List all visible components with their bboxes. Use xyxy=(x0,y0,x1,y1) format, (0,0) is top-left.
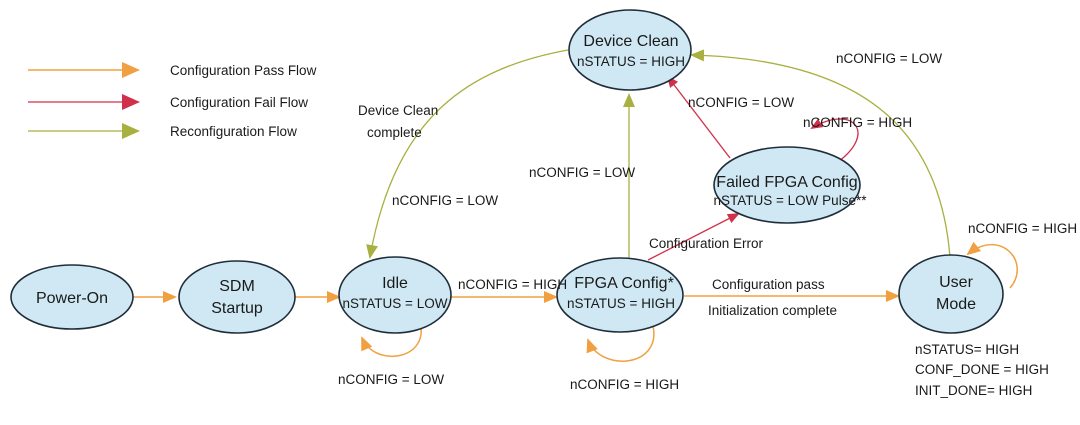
label-clean-to-idle-line2: complete xyxy=(367,125,422,140)
state-failed-fpga-config: Failed FPGA Config nSTATUS = LOW Pulse** xyxy=(713,146,868,224)
label-fpga-self: nCONFIG = HIGH xyxy=(570,377,679,392)
state-device-clean: Device Clean nSTATUS = HIGH xyxy=(568,9,692,91)
legend-reconf-label: Reconfiguration Flow xyxy=(170,124,297,139)
label-clean-to-idle-line1: Device Clean xyxy=(358,103,438,118)
sdm-startup-title-line2: Startup xyxy=(211,300,263,317)
legend-fail-arrow-icon xyxy=(122,94,140,110)
label-idle-to-fpga: nCONFIG = HIGH xyxy=(458,277,567,292)
edge-clean-to-idle xyxy=(366,49,569,259)
device-clean-status: nSTATUS = HIGH xyxy=(577,54,685,69)
edge-fpga-to-failed xyxy=(647,213,740,261)
fpga-config-status: nSTATUS = HIGH xyxy=(567,296,675,311)
user-mode-title-line1: User xyxy=(939,274,973,291)
legend-pass-arrow-icon xyxy=(122,62,140,78)
idle-title: Idle xyxy=(382,275,408,292)
legend-fail-label: Configuration Fail Flow xyxy=(170,95,308,110)
edge-fpga-self-loop xyxy=(586,325,655,362)
label-failed-to-clean: nCONFIG = LOW xyxy=(688,95,794,110)
label-fpga-to-clean: nCONFIG = LOW xyxy=(529,165,635,180)
idle-status: nSTATUS = LOW xyxy=(343,296,448,311)
label-fpga-to-failed: Configuration Error xyxy=(649,236,764,251)
label-idle-self: nCONFIG = LOW xyxy=(338,372,444,387)
edge-user-to-clean xyxy=(690,49,951,258)
state-sdm-startup: SDM Startup xyxy=(178,260,296,334)
edge-failed-self-loop xyxy=(810,118,859,163)
label-fpga-to-user-line2: Initialization complete xyxy=(708,303,837,318)
label-user-to-clean: nCONFIG = LOW xyxy=(836,51,942,66)
edge-idle-self-loop xyxy=(361,321,422,358)
state-fpga-config: FPGA Config* nSTATUS = HIGH xyxy=(556,257,684,333)
device-clean-title: Device Clean xyxy=(583,33,678,50)
legend-pass-label: Configuration Pass Flow xyxy=(170,63,317,78)
failed-config-status: nSTATUS = LOW Pulse** xyxy=(714,193,868,208)
edge-failed-to-clean xyxy=(666,75,731,159)
legend-reconf-arrow-icon xyxy=(122,123,140,139)
fpga-config-title: FPGA Config* xyxy=(574,275,674,292)
legend: Configuration Pass Flow Configuration Fa… xyxy=(28,62,317,139)
user-mode-nstatus: nSTATUS= HIGH xyxy=(915,342,1019,357)
state-power-on: Power-On xyxy=(10,264,134,330)
label-fpga-to-user-line1: Configuration pass xyxy=(712,277,825,292)
state-idle: Idle nSTATUS = LOW xyxy=(338,256,452,334)
label-failed-self: nCONFIG = HIGH xyxy=(803,115,912,130)
edge-user-self-loop xyxy=(966,241,1018,289)
user-mode-init-done: INIT_DONE= HIGH xyxy=(915,383,1032,398)
user-mode-conf-done: CONF_DONE = HIGH xyxy=(915,362,1049,377)
sdm-startup-title-line1: SDM xyxy=(219,278,255,295)
failed-config-title: Failed FPGA Config xyxy=(716,174,857,191)
user-mode-title-line2: Mode xyxy=(936,296,976,313)
label-clean-to-idle-cond: nCONFIG = LOW xyxy=(392,193,498,208)
power-on-title: Power-On xyxy=(36,290,108,307)
state-user-mode: User Mode xyxy=(898,254,1004,334)
label-user-self: nCONFIG = HIGH xyxy=(968,221,1077,236)
